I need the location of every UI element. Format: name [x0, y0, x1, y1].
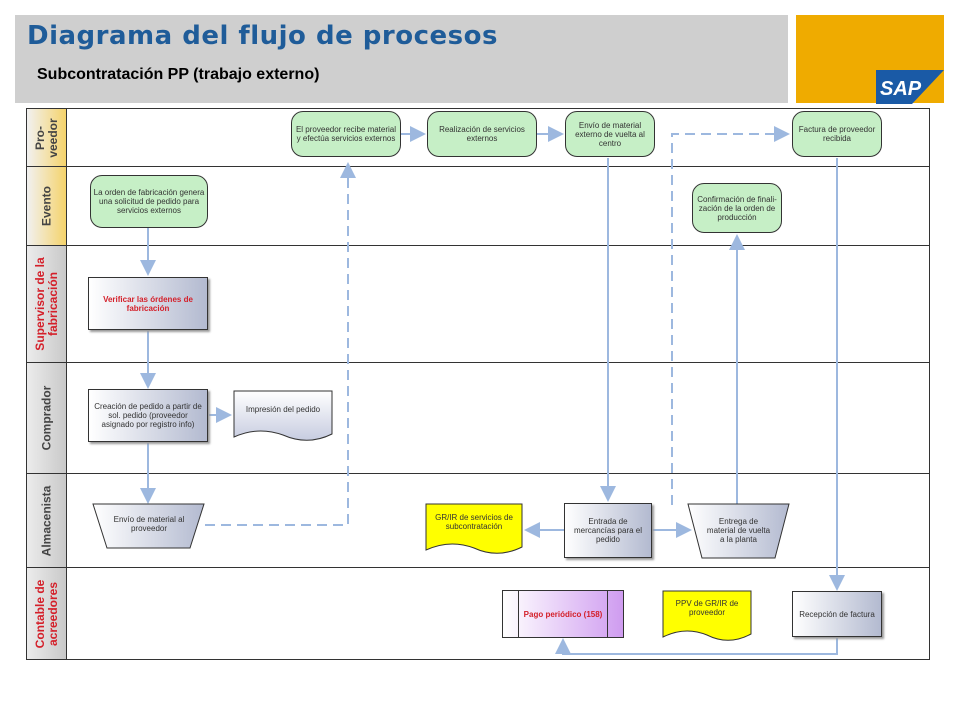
page-subtitle: Subcontratación PP (trabajo externo)	[37, 66, 320, 83]
task-envio-material-shape	[92, 503, 205, 549]
process-bar-left	[518, 591, 519, 637]
document-impresion-pedido[interactable]: Impresión del pedido	[245, 404, 321, 414]
document-ppv-shape	[662, 590, 752, 641]
lane-contable: Contable de acreedores	[27, 568, 929, 659]
task-recepcion-factura[interactable]: Recepción de factura	[792, 591, 882, 637]
lane-evento: Evento	[27, 167, 929, 246]
lane-almacenista: Almacenista	[27, 474, 929, 568]
event-proveedor-recibe[interactable]: El proveedor recibe material y efectúa s…	[291, 111, 401, 157]
event-orden-fabricacion[interactable]: La orden de fabricación genera una solic…	[90, 175, 208, 228]
task-envio-material[interactable]: Envío de material al proveedor	[113, 515, 185, 533]
lane-label-comprador: Comprador	[27, 363, 67, 473]
process-pago-periodico[interactable]: Pago periódico (158)	[502, 590, 624, 638]
task-verificar-ordenes[interactable]: Verificar las órdenes de fabricación	[88, 277, 208, 330]
lane-proveedor: Pro- veedor	[27, 109, 929, 167]
lane-label-proveedor: Pro- veedor	[27, 109, 67, 166]
document-impresion-shape	[233, 390, 333, 441]
lane-comprador: Comprador	[27, 363, 929, 474]
process-bar-right	[607, 591, 608, 637]
task-entrada-mercancias[interactable]: Entrada de mercancías para el pedido	[564, 503, 652, 558]
sap-logo: SAP	[876, 70, 944, 104]
event-factura-recibida[interactable]: Factura de proveedor recibida	[792, 111, 882, 157]
document-grir-subcontratacion[interactable]: GR/IR de servicios de subcontratación	[435, 513, 513, 531]
header-bar: Diagrama del flujo de procesos Subcontra…	[15, 15, 788, 103]
lane-label-contable: Contable de acreedores	[27, 568, 67, 659]
lane-label-almacenista: Almacenista	[27, 474, 67, 567]
document-ppv-grir[interactable]: PPV de GR/IR de proveedor	[675, 599, 739, 617]
event-confirmacion-finalizacion[interactable]: Confirmación de finali-zación de la orde…	[692, 183, 782, 233]
task-creacion-pedido[interactable]: Creación de pedido a partir de sol. pedi…	[88, 389, 208, 442]
task-entrega-material-shape	[687, 503, 790, 559]
event-envio-vuelta[interactable]: Envío de material externo de vuelta al c…	[565, 111, 655, 157]
swimlane-frame: Pro- veedor Evento Supervisor de la fabr…	[26, 108, 930, 660]
lane-label-supervisor: Supervisor de la fabricación	[27, 246, 67, 362]
lane-supervisor: Supervisor de la fabricación	[27, 246, 929, 363]
lane-label-evento: Evento	[27, 167, 67, 245]
event-realizacion-servicios[interactable]: Realización de servicios externos	[427, 111, 537, 157]
sap-logo-text: SAP	[880, 78, 922, 100]
page-title: Diagrama del flujo de procesos	[27, 21, 498, 51]
document-grir-shape	[425, 503, 523, 554]
pago-label: Pago periódico (158)	[523, 609, 603, 619]
task-entrega-material[interactable]: Entrega de material de vuelta a la plant…	[706, 516, 771, 544]
